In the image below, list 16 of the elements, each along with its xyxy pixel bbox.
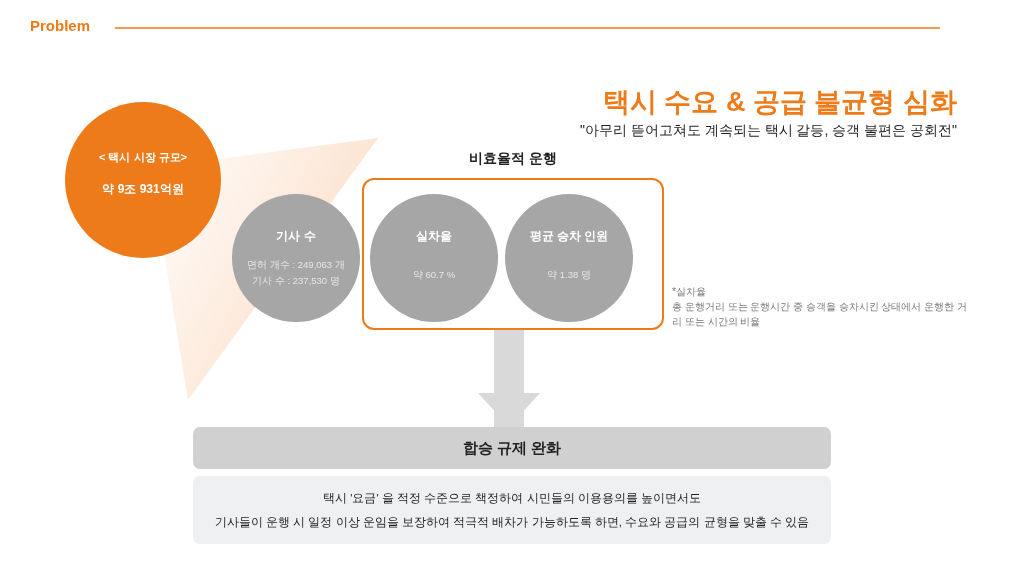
stat-heading: 기사 수 [276, 228, 316, 245]
stat-heading: 실차율 [416, 228, 452, 245]
quote-text: "아무리 뜯어고쳐도 계속되는 택시 갈등, 승객 불편은 공회전" [579, 122, 957, 140]
group-heading: 비효율적 운행 [468, 150, 558, 168]
banner-title: 합승 규제 완화 [462, 438, 562, 458]
result-banner [193, 427, 831, 469]
description-text: 기사들이 운행 시 일정 이상 운임을 보장하여 적극적 배차가 가능하도록 하면, 수요와 공급의 균형을 맞출 수 있음 [214, 515, 810, 530]
circle-heading: < 택시 시장 규모> [99, 150, 187, 165]
footnote-title: *실차율 [672, 285, 707, 299]
page-title: 택시 수요 & 공급 불균형 심화 [603, 86, 957, 119]
section-label: Problem [30, 17, 90, 34]
description-text: 택시 '요금' 을 적정 수준으로 책정하여 시민들의 이용용의를 높이면서도 [323, 491, 701, 506]
down-arrow [478, 330, 540, 427]
stat-heading: 평균 승차 인원 [529, 228, 609, 245]
footnote-text: 총 운행거리 또는 운행시간 중 승객을 승차시킨 상태에서 운행한 거리 또는 시간의 비율 [672, 300, 968, 329]
circle-value: 약 9조 931억원 [102, 181, 184, 198]
